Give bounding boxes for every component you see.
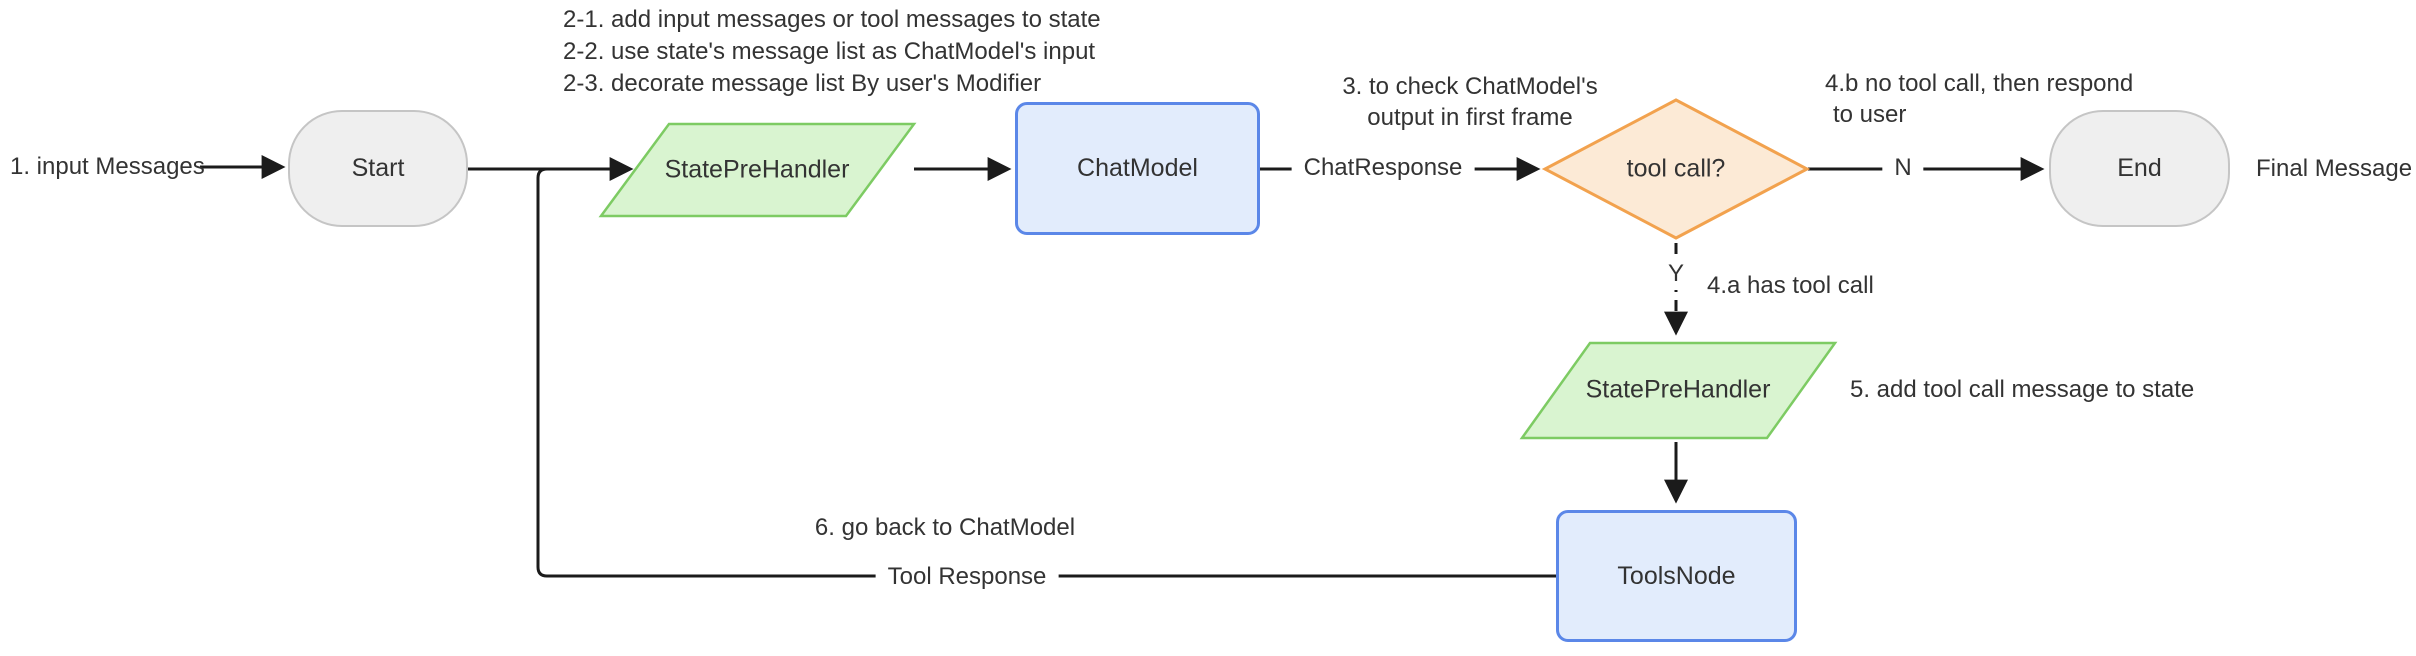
annotation-step6: 6. go back to ChatModel bbox=[814, 514, 1076, 541]
node-start: Start bbox=[288, 110, 468, 227]
node-chat-model: ChatModel bbox=[1015, 102, 1260, 235]
node-state-pre-handler-2-label: StatePreHandler bbox=[1585, 375, 1771, 404]
node-tools-node-label: ToolsNode bbox=[1617, 561, 1736, 590]
annotation-step4b-block: 4.b no tool call, then respond to user bbox=[1825, 68, 2133, 130]
annotation-step2-block: 2-1. add input messages or tool messages… bbox=[563, 4, 1101, 100]
node-chat-model-label: ChatModel bbox=[1077, 154, 1198, 182]
annotation-step3-block: 3. to check ChatModel's output in first … bbox=[1334, 71, 1606, 133]
edge-label-y: Y bbox=[1655, 258, 1697, 290]
annotation-step4b-line2: to user bbox=[1833, 101, 1907, 128]
edge-label-n: N bbox=[1882, 152, 1924, 184]
annotation-step3-line2: output in first frame bbox=[1367, 104, 1573, 131]
annotation-step2-line2: 2-2. use state's message list as ChatMod… bbox=[563, 38, 1096, 65]
edge-label-tool-response: Tool Response bbox=[875, 561, 1059, 593]
node-start-label: Start bbox=[351, 154, 405, 182]
node-tools-node: ToolsNode bbox=[1556, 510, 1797, 642]
node-state-pre-handler-2-shape bbox=[1519, 341, 1838, 440]
node-end-label: End bbox=[2117, 154, 2162, 182]
edge-toolsnode-loopback bbox=[536, 167, 1556, 578]
edge-label-chat-response: ChatResponse bbox=[1291, 152, 1475, 184]
annotation-step4b-line1: 4.b no tool call, then respond bbox=[1825, 70, 2134, 97]
annotation-step5: 5. add tool call message to state bbox=[1850, 376, 2195, 403]
annotation-step3-line1: 3. to check ChatModel's bbox=[1342, 73, 1598, 100]
annotation-final-message: Final Message bbox=[2256, 155, 2413, 182]
node-tool-call-decision-label: tool call? bbox=[1626, 154, 1726, 183]
annotation-step4a: 4.a has tool call bbox=[1707, 272, 1874, 299]
node-tool-call-decision-shape bbox=[1541, 98, 1811, 240]
annotation-input-messages: 1. input Messages bbox=[10, 153, 205, 180]
node-end: End bbox=[2049, 110, 2230, 227]
annotation-step2-line1: 2-1. add input messages or tool messages… bbox=[563, 6, 1101, 33]
node-state-pre-handler-1-label: StatePreHandler bbox=[664, 155, 850, 184]
annotation-step2-line3: 2-3. decorate message list By user's Mod… bbox=[563, 70, 1042, 97]
node-state-pre-handler-1-shape bbox=[598, 122, 917, 218]
